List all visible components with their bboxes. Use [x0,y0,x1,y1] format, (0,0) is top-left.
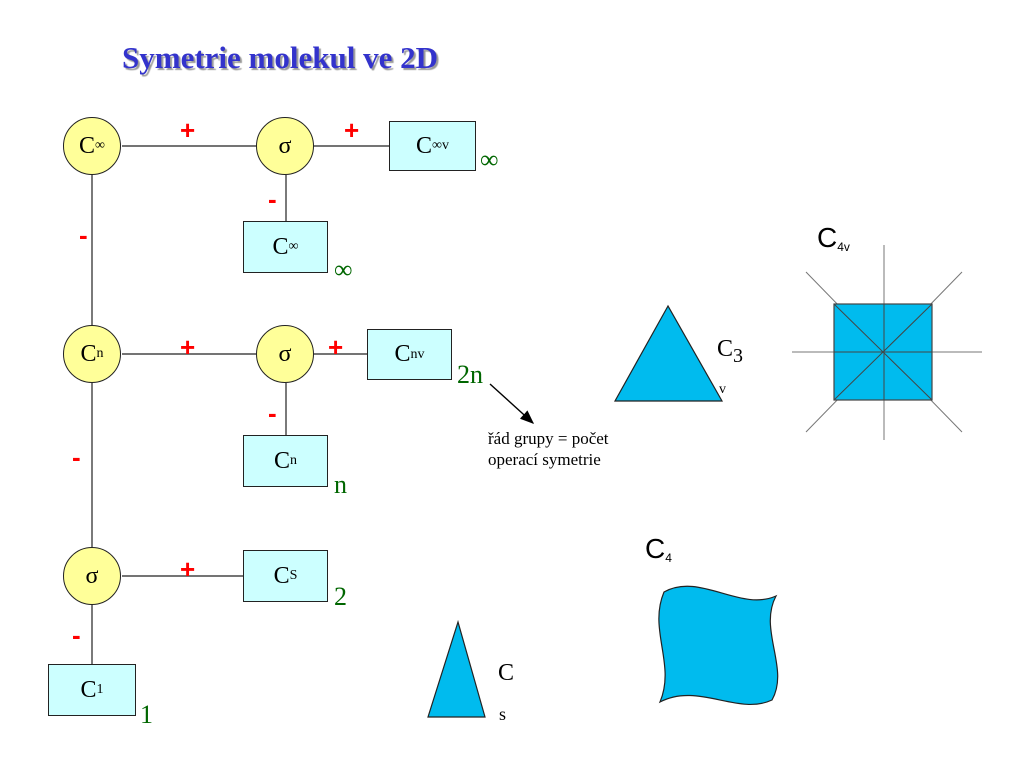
node-sigma-1: σ [256,117,314,175]
order-c-infinity: ∞ [334,255,353,284]
annotation-text: řád grupy = počet operací symetrie [488,429,609,469]
plus-sign: + [180,115,196,145]
minus-sign: - [268,184,277,214]
minus-sign: - [268,398,277,428]
plus-sign: + [180,554,196,584]
square-c4v-shape [792,245,982,440]
node-sigma-3: σ [63,547,121,605]
minus-sign: - [72,442,81,472]
label-c4v: C4v [817,222,850,254]
label-c4: C4 [645,533,672,565]
label-cs-sub: s [499,704,507,724]
order-c-infinity-v: ∞ [480,145,499,174]
box-c-infinity: C∞ [243,221,328,273]
plus-sign: + [328,332,344,362]
label-c3v-subscript-v: v [719,382,726,397]
order-c-s: 2 [334,582,347,611]
box-c-infinity-v: C∞v [389,121,476,171]
wavy-square-c4-shape [658,585,779,705]
node-c-infinity: C∞ [63,117,121,175]
label-c3v: C3 [717,336,744,367]
plus-sign: + [344,115,360,145]
minus-sign: - [79,220,88,250]
triangle-cs-shape [427,619,486,718]
label-cs-main: C [498,660,515,686]
page-title: Symetrie molekul ve 2D [122,40,438,75]
triangle-c3v-shape [613,304,724,402]
order-c-n: n [334,470,347,499]
plus-sign: + [180,332,196,362]
minus-sign: - [72,620,81,650]
node-sigma-2: σ [256,325,314,383]
order-c-nv: 2n [457,360,483,389]
order-c-1: 1 [140,700,153,729]
